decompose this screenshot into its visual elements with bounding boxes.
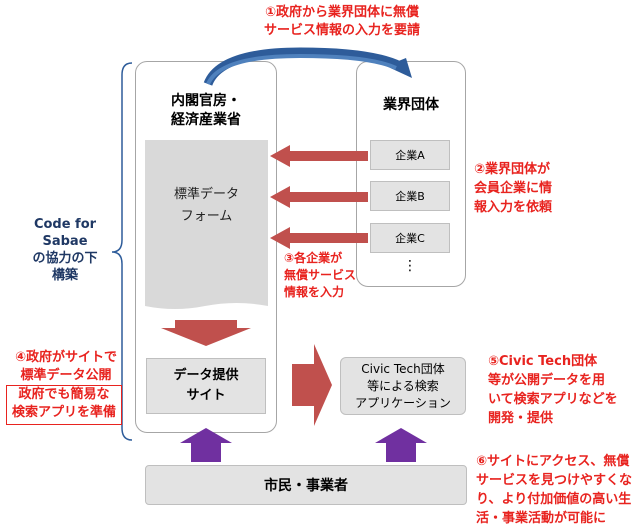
arrow-company-c (270, 227, 368, 249)
code-for-sabae-label: Code for Sabae の協力の下 構築 (32, 217, 98, 283)
arrow-citizens-to-site (180, 428, 232, 462)
arrow-citizens-to-civic (375, 428, 427, 462)
note-industry-request: ②業界団体が 会員企業に情 報入力を依頼 (474, 162, 553, 215)
note-request: ①政府から業界団体に無償 サービス情報の入力を要請 (263, 5, 420, 38)
government-title: 内閣官房・ 経済産業省 (171, 93, 241, 128)
arrow-company-b (270, 186, 368, 208)
company-a-box: 企業A (370, 140, 450, 170)
note-company-input: ③各企業が 無償サービス 情報を入力 (284, 251, 357, 299)
citizens-bar: 市民・事業者 (145, 465, 467, 505)
arrow-company-a (270, 145, 368, 167)
data-site-box: データ提供 サイト (146, 358, 266, 414)
more-companies-ellipsis: ⋮ (403, 258, 417, 274)
note-gov-publish-line1: ④政府がサイトで (14, 350, 117, 365)
company-b-box: 企業B (370, 181, 450, 211)
note-civic-tech: ⑤Civic Tech団体 等が公開データを用 いて検索アプリなどを 開発・提供 (488, 354, 618, 426)
industry-title: 業界団体 (383, 97, 439, 113)
note-gov-publish-line2: 標準データ公開 (20, 368, 112, 383)
note-citizens: ⑥サイトにアクセス、無償 サービスを見つけやすくな り、より付加価値の高い生 活… (476, 454, 633, 526)
arrow-site-to-civic (292, 344, 332, 426)
note-gov-app-box: 政府でも簡易な 検索アプリを準備 (6, 385, 122, 425)
company-c-box: 企業C (370, 223, 450, 253)
civic-tech-app-box: Civic Tech団体 等による検索 アプリケーション (340, 357, 466, 415)
standard-data-form-label: 標準データ フォーム (173, 187, 239, 224)
